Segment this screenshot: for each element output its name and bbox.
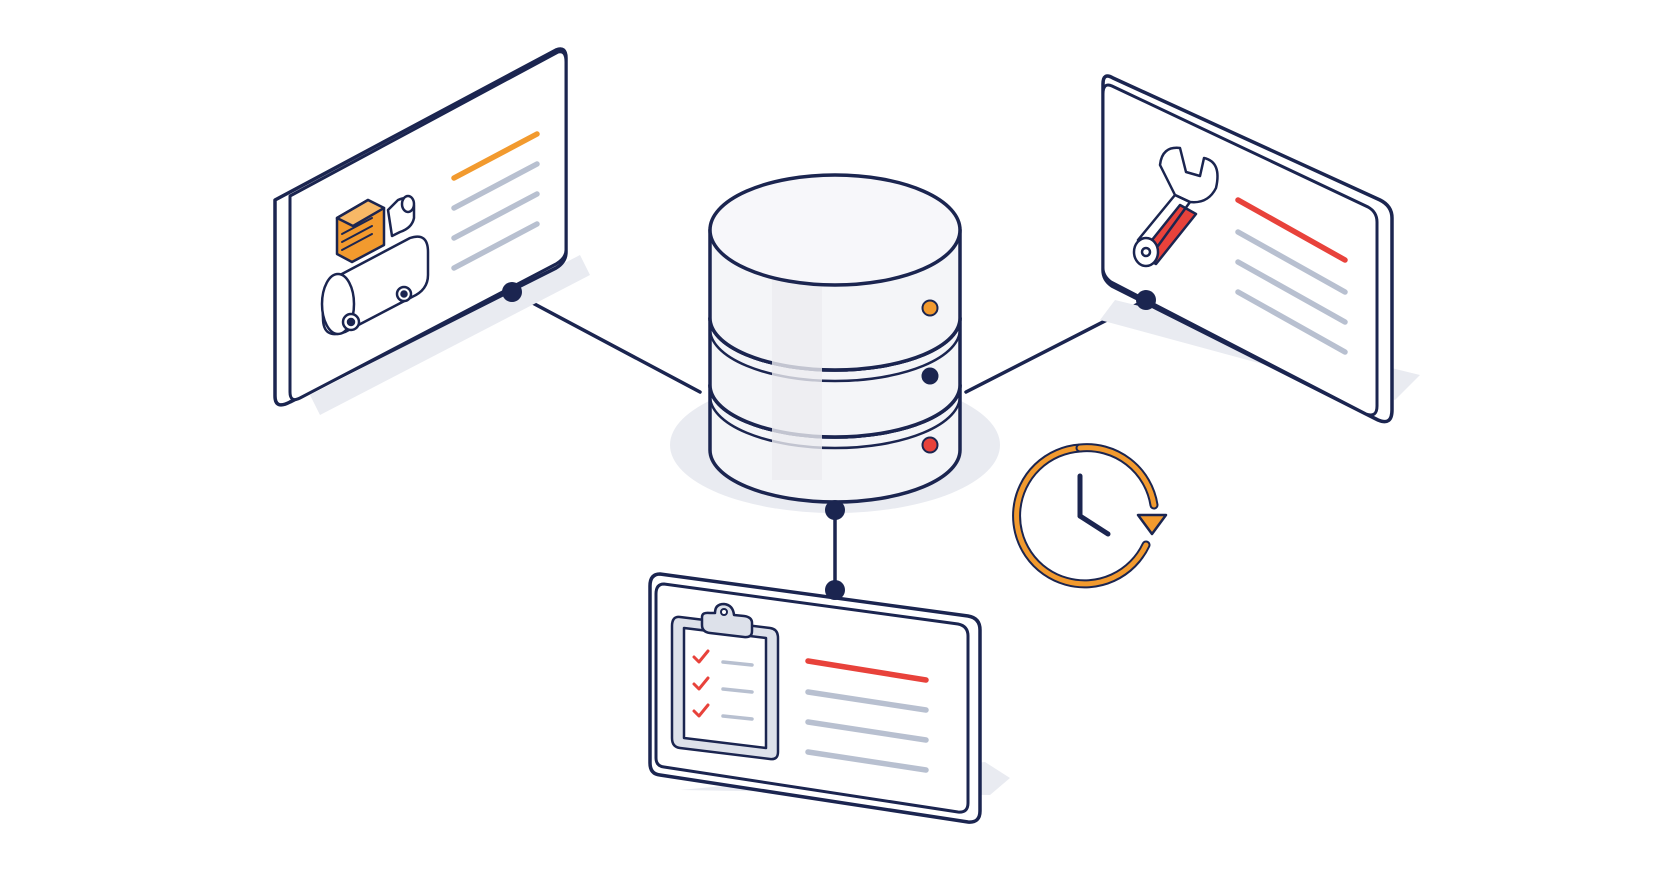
checkmark-icon bbox=[692, 676, 710, 691]
detail-line bbox=[1235, 229, 1348, 295]
detail-line bbox=[451, 161, 540, 211]
connection-dot bbox=[825, 500, 845, 520]
connection-dot bbox=[1136, 290, 1156, 310]
panel-compressor bbox=[273, 47, 590, 415]
connection-dots bbox=[502, 282, 1156, 600]
clock-ring-arc-fill bbox=[1077, 445, 1157, 508]
checkmarks bbox=[692, 649, 710, 718]
detail-line-accent bbox=[805, 658, 929, 683]
panel-maintenance bbox=[1100, 74, 1420, 424]
detail-line bbox=[805, 689, 929, 713]
connection-dot bbox=[502, 282, 522, 302]
detail-line bbox=[805, 749, 929, 773]
detail-line bbox=[1235, 289, 1348, 355]
clipboard-checklist-icon bbox=[670, 602, 780, 761]
clock-ring-inner bbox=[1014, 445, 1149, 587]
clock-refresh-icon bbox=[1012, 443, 1168, 589]
checkmark-icon bbox=[692, 703, 710, 718]
air-compressor-icon bbox=[320, 194, 430, 336]
refresh-arrow-icon bbox=[1136, 513, 1168, 536]
maintenance-detail-lines bbox=[1235, 197, 1348, 355]
checklist-detail-lines bbox=[805, 658, 929, 773]
checklist-lines bbox=[721, 660, 754, 721]
detail-line bbox=[451, 221, 540, 271]
detail-line-accent bbox=[1235, 197, 1348, 263]
connection-dot bbox=[825, 580, 845, 600]
connector-compressor bbox=[510, 290, 702, 394]
checkmark-icon bbox=[692, 649, 710, 664]
database-tier-band-inner bbox=[708, 328, 962, 383]
database-indicator-red bbox=[921, 436, 939, 454]
detail-line-accent bbox=[451, 131, 540, 181]
database-indicator-navy bbox=[921, 367, 939, 385]
detail-line bbox=[451, 191, 540, 241]
clock-hand-minute bbox=[1077, 513, 1111, 537]
database-highlight bbox=[772, 280, 822, 480]
database-top-face bbox=[708, 173, 962, 287]
compressor-detail-lines bbox=[451, 131, 540, 271]
panel-checklist bbox=[648, 572, 1010, 824]
database-indicator-orange bbox=[921, 299, 939, 317]
detail-line bbox=[1235, 259, 1348, 325]
detail-line bbox=[805, 719, 929, 743]
wrench-icon bbox=[1132, 146, 1219, 268]
database-tier-band-inner bbox=[708, 395, 962, 450]
database-icon bbox=[670, 173, 1000, 513]
